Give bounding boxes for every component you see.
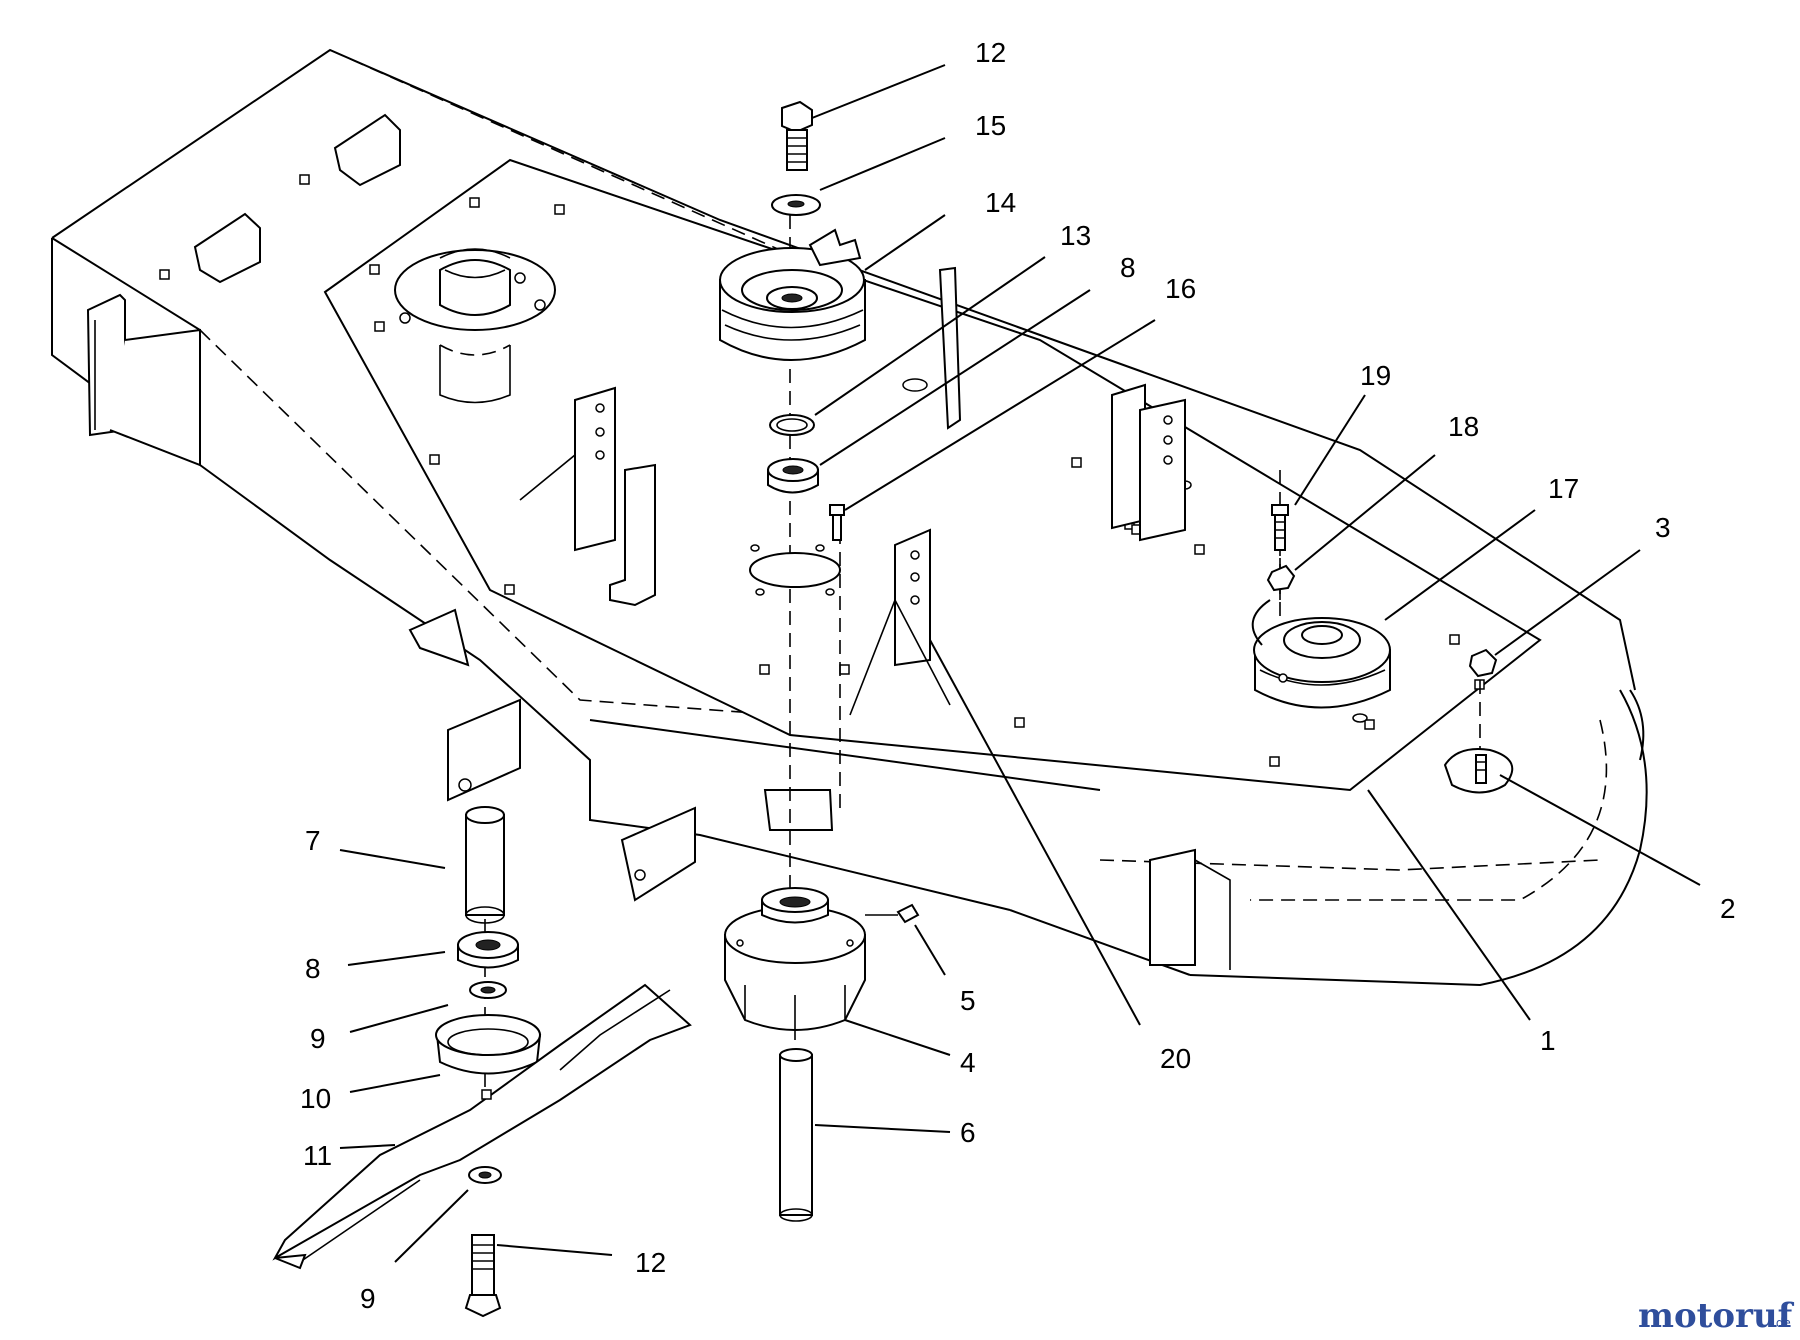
watermark-logo: motoruf .de	[1638, 1296, 1795, 1336]
callout-9-lower: 9	[360, 1283, 376, 1314]
watermark-text: motoruf	[1638, 1296, 1795, 1336]
callout-1: 1	[1540, 1025, 1556, 1056]
left-spindle-housing	[394, 248, 556, 404]
spindle-stack	[484, 100, 1481, 1222]
callout-2: 2	[1720, 893, 1736, 924]
idler-pulley	[1251, 504, 1391, 709]
callout-8-bottom: 8	[305, 953, 321, 984]
pulley-main	[719, 228, 866, 361]
retaining-ring	[769, 414, 815, 436]
nut-18	[1266, 564, 1296, 592]
spindle-opening	[749, 552, 841, 588]
callout-5: 5	[960, 985, 976, 1016]
callout-4: 4	[960, 1047, 976, 1078]
spacer-tube	[779, 1048, 813, 1222]
grease-fitting	[865, 903, 920, 924]
callout-labels: 12 15 14 13 8 16 19 18 17 3 2 1 20 5 4 6…	[300, 37, 1736, 1314]
callout-9-upper: 9	[310, 1023, 326, 1054]
callout-13: 13	[1060, 220, 1091, 251]
callout-19: 19	[1360, 360, 1391, 391]
callout-14: 14	[985, 187, 1016, 218]
callout-3: 3	[1655, 512, 1671, 543]
callout-15: 15	[975, 110, 1006, 141]
small-bolt	[829, 504, 845, 541]
spindle-housing	[724, 887, 866, 1040]
bolt-19	[1271, 504, 1289, 516]
callout-7: 7	[305, 825, 321, 856]
brackets	[86, 113, 1231, 970]
callout-18: 18	[1448, 411, 1479, 442]
callout-10: 10	[300, 1083, 331, 1114]
callout-12-bottom: 12	[635, 1247, 666, 1278]
bolt-top	[781, 100, 813, 171]
callout-12-top: 12	[975, 37, 1006, 68]
callout-16: 16	[1165, 273, 1196, 304]
callout-8-top: 8	[1120, 252, 1136, 283]
callout-6: 6	[960, 1117, 976, 1148]
callout-20: 20	[1160, 1043, 1191, 1074]
callout-17: 17	[1548, 473, 1579, 504]
bearing-top	[767, 458, 819, 494]
stud-assembly	[1443, 648, 1514, 794]
watermark-suffix: .de	[1772, 1316, 1791, 1330]
callout-11: 11	[303, 1140, 332, 1171]
leader-lines	[339, 64, 1701, 1263]
blade-assembly	[272, 806, 692, 1318]
